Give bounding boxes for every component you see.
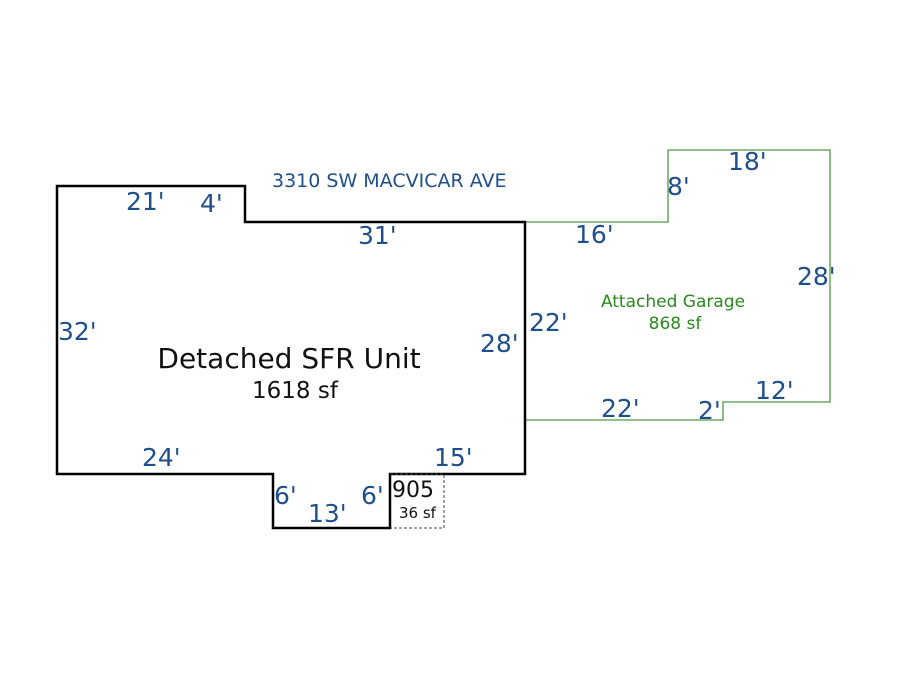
- house-area: 1618 sf: [252, 378, 339, 404]
- garage-dim-left: 22': [529, 308, 568, 337]
- street-address: 3310 SW MACVICAR AVE: [272, 170, 507, 192]
- garage-dim-right: 28': [797, 262, 836, 291]
- house-dim-top-left: 21': [126, 187, 165, 216]
- garage-dim-top-left: 16': [575, 220, 614, 249]
- house-dim-bottom-right: 15': [434, 443, 473, 472]
- house-dim-right: 28': [480, 329, 519, 358]
- house-dim-step: 4': [200, 189, 223, 218]
- house-label: Detached SFR Unit: [157, 342, 420, 375]
- area-905-outline: [390, 473, 445, 529]
- house-dim-notch-bottom: 13': [308, 499, 347, 528]
- garage-dim-top: 18': [728, 147, 767, 176]
- area-905-label: 905: [392, 478, 434, 503]
- garage-dim-notch: 2': [698, 396, 721, 425]
- garage-dim-bottom: 22': [601, 394, 640, 423]
- house-dim-top-right: 31': [358, 221, 397, 250]
- garage-dim-step: 8': [667, 172, 690, 201]
- house-dim-left: 32': [58, 317, 97, 346]
- area-905-area: 36 sf: [399, 504, 437, 522]
- house-dim-notch-right: 6': [361, 481, 384, 510]
- house-dim-bottom-left: 24': [142, 443, 181, 472]
- garage-outline: [524, 149, 831, 421]
- garage-area: 868 sf: [649, 314, 703, 334]
- house-dim-notch-left: 6': [274, 481, 297, 510]
- garage-dim-bottom-right: 12': [755, 376, 794, 405]
- garage-label: Attached Garage: [601, 292, 745, 312]
